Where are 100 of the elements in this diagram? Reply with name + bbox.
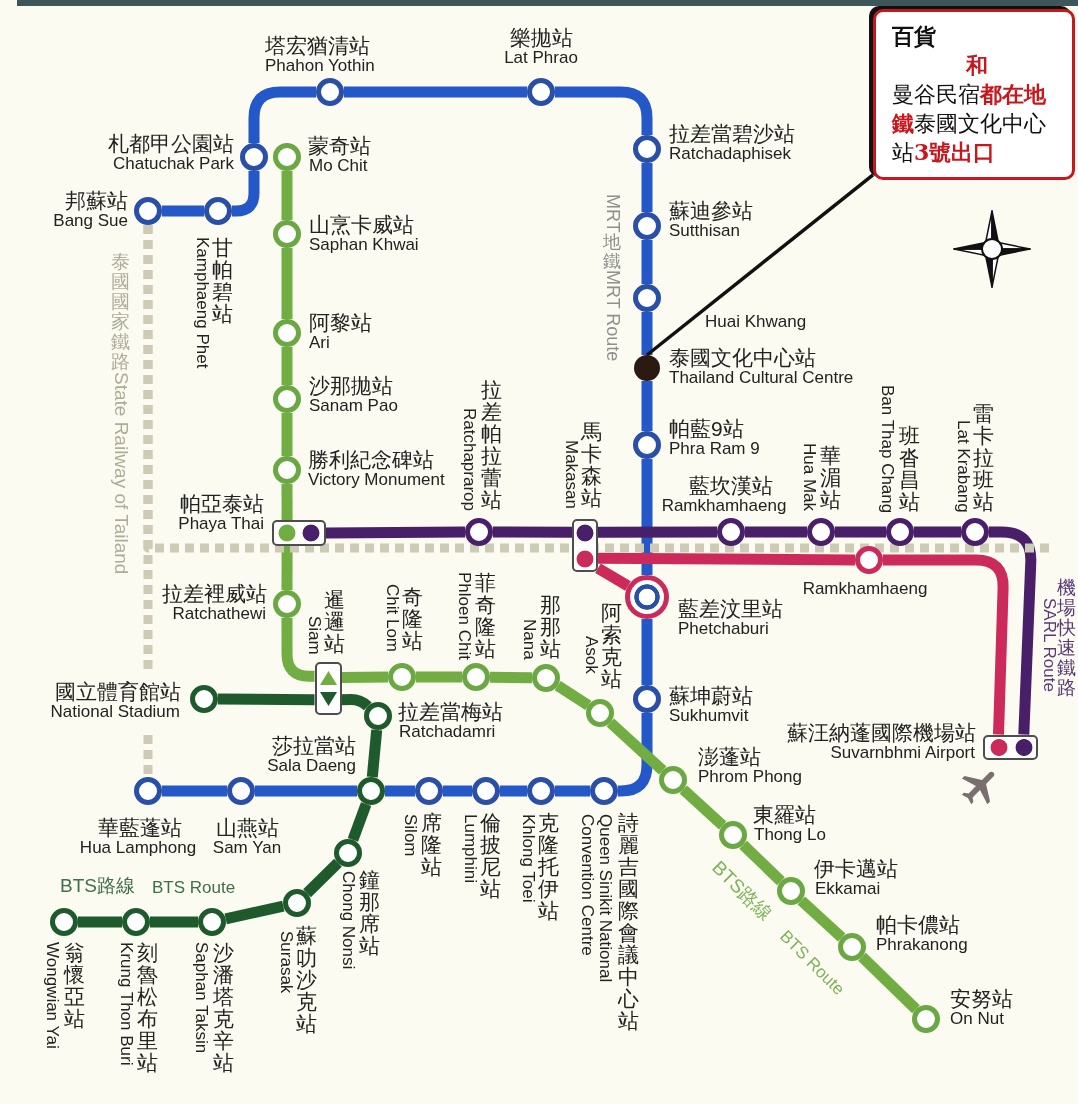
- station-name: Kamphaeng Phet: [193, 237, 211, 369]
- station-name: Sutthisan: [669, 222, 740, 241]
- station-name: Phaya Thai: [178, 515, 264, 534]
- station-circle: [719, 821, 747, 849]
- route-line: [745, 526, 807, 538]
- interchange-box: [572, 518, 598, 572]
- station-circle: [122, 908, 150, 936]
- route-line: [303, 858, 342, 898]
- station-name: 帕卡儂站: [876, 913, 960, 937]
- route-line: [641, 619, 653, 685]
- dashed-track-line: [143, 225, 1052, 553]
- line-name: MRT地鐵 MRT Route: [603, 194, 622, 362]
- station-name: 阿黎站: [309, 311, 372, 335]
- route-line: [281, 618, 315, 682]
- route-line: [347, 802, 372, 842]
- station-name: 刻魯松布里站: [137, 942, 158, 1075]
- station-name: 鐘那席站: [359, 869, 380, 958]
- station-circle: [227, 777, 255, 805]
- station-name: 蘇坤蔚站: [669, 684, 753, 708]
- station-name: 詩麗吉國際會議中心站: [618, 812, 639, 1033]
- station-name: 阿索克站: [601, 601, 622, 690]
- station-circle: [586, 699, 614, 727]
- route-line: [416, 671, 462, 683]
- station-name: Chatuchak Park: [113, 155, 234, 174]
- station-name: Ratchadaphisek: [669, 145, 791, 164]
- callout-text: 曼谷民宿都在地鐵泰國文化中心站3號出口: [892, 80, 1047, 167]
- station-circle: [273, 220, 301, 248]
- station-name: 拉差裡威站: [162, 582, 267, 606]
- route-line: [739, 840, 785, 886]
- interchange-box: [314, 661, 342, 715]
- station-name: Asok: [582, 636, 600, 674]
- station-circle: [465, 518, 493, 546]
- station-name: Lumphini: [461, 814, 479, 883]
- station-name: 東羅站: [753, 803, 816, 827]
- route-line: [554, 681, 592, 710]
- station-name: Phrakanong: [876, 936, 968, 955]
- interchange-ring: [625, 575, 669, 619]
- station-name: Wongwian Yai: [43, 942, 61, 1049]
- station-dot: [634, 355, 660, 381]
- route-line: [914, 526, 961, 538]
- station-circle: [717, 518, 745, 546]
- station-name: 莎拉當站: [272, 734, 356, 758]
- station-name: 札都甲公園站: [108, 132, 234, 156]
- route-line: [500, 785, 527, 797]
- route-line: [325, 526, 466, 539]
- route-line: [78, 916, 122, 928]
- station-name: 甘帕碧站: [212, 237, 233, 326]
- station-circle: [283, 889, 311, 917]
- route-line: [341, 693, 373, 712]
- station-circle: [388, 663, 416, 691]
- station-circle: [961, 518, 989, 546]
- route-line: [162, 785, 227, 797]
- station-name: 伊卡邁站: [814, 857, 898, 881]
- station-name: Phahon Yothin: [265, 57, 375, 76]
- station-name: 華藍蓬站: [98, 816, 182, 840]
- station-name: Ekkamai: [815, 880, 881, 899]
- station-circle: [357, 777, 385, 805]
- station-circle: [204, 197, 232, 225]
- station-name: Chit Lom: [383, 583, 401, 652]
- line-name: BTS Route: [152, 879, 236, 898]
- route-line: [615, 713, 653, 797]
- callout-text: 百貨: [892, 22, 937, 51]
- station-name: 那那站: [540, 593, 561, 660]
- station-name: Nana: [520, 619, 538, 660]
- station-circle: [527, 777, 555, 805]
- route-line: [281, 413, 293, 456]
- station-name: Phrom Phong: [698, 768, 802, 787]
- station-name: Ratchathewi: [172, 605, 266, 624]
- station-circle: [527, 78, 555, 106]
- station-name: 蘇叻沙克站: [296, 925, 317, 1036]
- station-circle: [886, 518, 914, 546]
- station-circle: [532, 664, 560, 692]
- station-circle: [415, 777, 443, 805]
- route-line: [989, 526, 1037, 735]
- route-line: [162, 205, 204, 217]
- route-line: [281, 484, 293, 520]
- station-name: Sam Yan: [212, 839, 282, 858]
- station-name: 拉差帕拉蕾站: [481, 378, 502, 511]
- station-name: 倫披尼站: [480, 812, 501, 901]
- station-circle: [273, 456, 301, 484]
- station-name: Ramkhamhaeng: [661, 497, 787, 516]
- route-line: [883, 554, 1009, 735]
- station-name: Makasan: [562, 440, 580, 509]
- station-circle: [855, 546, 883, 574]
- route-line: [679, 785, 727, 830]
- station-circle: [273, 319, 301, 347]
- station-name: 塔宏猶清站: [265, 34, 370, 58]
- station-circle: [462, 663, 490, 691]
- route-line: [344, 86, 527, 98]
- station-circle: [633, 685, 661, 713]
- station-name: Ratchaprarop: [460, 408, 478, 511]
- station-circle: [190, 685, 218, 713]
- station-name: Phetchaburi: [678, 620, 769, 639]
- route-line: [341, 671, 389, 683]
- station-name: Queen Sinikit National Convention Centre: [578, 814, 614, 985]
- station-name: 山燕站: [215, 816, 279, 840]
- route-line: [217, 693, 315, 706]
- station-name: Silom: [401, 814, 419, 857]
- station-name: 樂拋站: [509, 26, 573, 50]
- station-name: Thailand Cultural Centre: [669, 369, 854, 388]
